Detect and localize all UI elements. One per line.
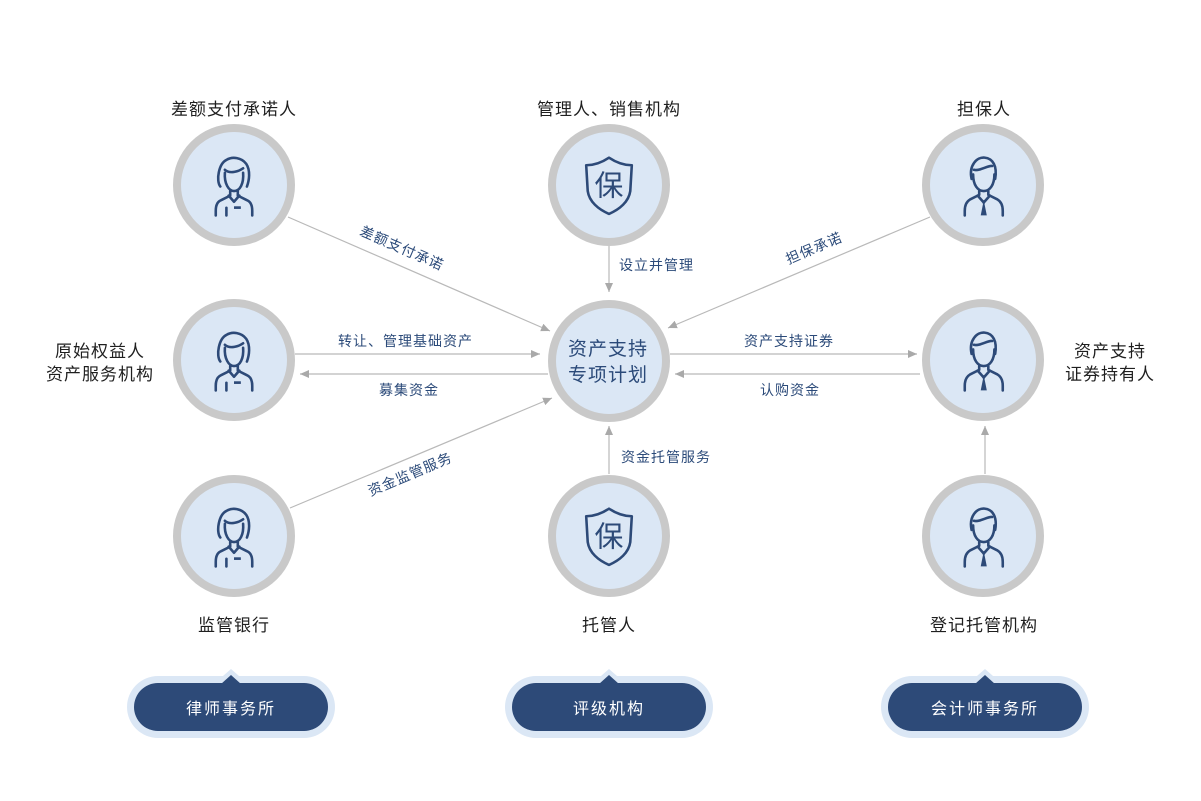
label-custodian: 托管人: [582, 616, 636, 636]
pill-rating-agency: 评级机构: [512, 669, 706, 731]
label-holder-line2: 证券持有人: [1065, 365, 1155, 385]
edge-label-subscribe: 认购资金: [760, 383, 820, 399]
center-line1: 资产支持: [567, 338, 648, 360]
pill-accounting-firm: 会计师事务所: [888, 669, 1082, 731]
node-diff-payer: [173, 124, 295, 246]
node-supervisor-bank: [173, 475, 295, 597]
node-custodian: [548, 475, 670, 597]
center-line2: 专项计划: [567, 364, 648, 386]
node-guarantor: [922, 124, 1044, 246]
label-originator-line1: 原始权益人: [55, 342, 145, 362]
node-holder: [922, 299, 1044, 421]
edge-label-custody: 资金托管服务: [621, 450, 711, 466]
center-node-text: 资产支持 专项计划: [548, 336, 668, 388]
label-diff-payer: 差额支付承诺人: [171, 100, 297, 120]
edge-guarantee: [667, 216, 931, 329]
edge-label-securities: 资产支持证券: [744, 334, 834, 350]
node-manager: [548, 124, 670, 246]
label-holder-line1: 资产支持: [1074, 342, 1146, 362]
pill-law-firm: 律师事务所: [134, 669, 328, 731]
node-center: [548, 300, 670, 422]
node-circles: [173, 124, 1044, 597]
edge-diff-commit: [287, 216, 551, 332]
edge-label-establish: 设立并管理: [619, 258, 694, 274]
label-originator-line2: 资产服务机构: [46, 365, 154, 385]
label-guarantor: 担保人: [957, 100, 1011, 120]
node-originator: [173, 299, 295, 421]
label-manager: 管理人、销售机构: [537, 100, 681, 120]
edge-label-transfer: 转让、管理基础资产: [338, 334, 473, 350]
label-originator: 原始权益人 资产服务机构: [40, 341, 160, 387]
edges: [287, 216, 989, 509]
edge-supervision: [289, 397, 553, 509]
edge-label-raise: 募集资金: [379, 383, 439, 399]
label-registrar: 登记托管机构: [930, 616, 1038, 636]
label-supervisor-bank: 监管银行: [198, 616, 270, 636]
node-registrar: [922, 475, 1044, 597]
label-holder: 资产支持 证券持有人: [1055, 341, 1165, 387]
